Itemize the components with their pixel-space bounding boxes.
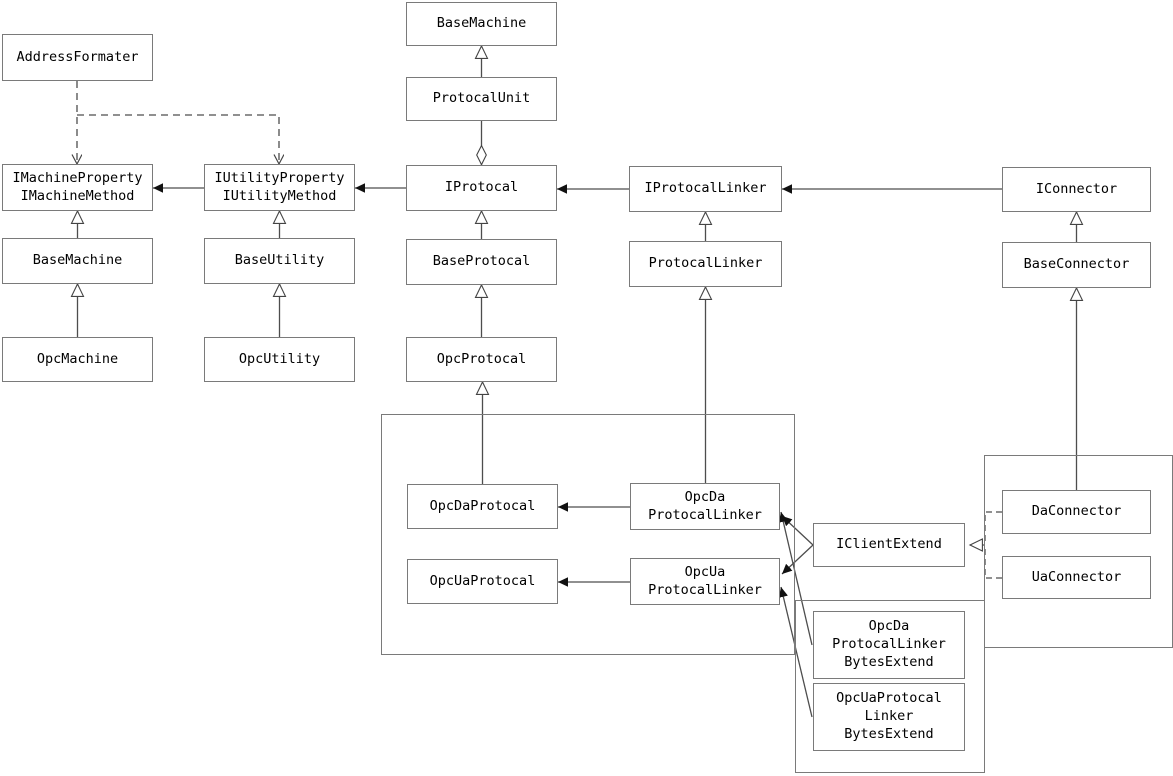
class-box-basemachine[interactable]: BaseMachine <box>2 238 153 284</box>
class-box-uaconnector[interactable]: UaConnector <box>1002 556 1151 599</box>
class-box-opcdaprotocallinkerbytesextend[interactable]: OpcDa ProtocalLinker BytesExtend <box>813 611 965 679</box>
class-box-protocalunit[interactable]: ProtocalUnit <box>406 77 557 121</box>
class-box-iutilityproperty[interactable]: IUtilityProperty IUtilityMethod <box>204 164 355 211</box>
class-box-baseconnector[interactable]: BaseConnector <box>1002 242 1151 288</box>
class-box-protocallinker[interactable]: ProtocalLinker <box>629 241 782 287</box>
class-box-opcprotocal[interactable]: OpcProtocal <box>406 337 557 382</box>
class-box-baseutility[interactable]: BaseUtility <box>204 238 355 284</box>
class-box-iprotocal[interactable]: IProtocal <box>406 165 557 211</box>
class-box-addressformater[interactable]: AddressFormater <box>2 34 153 81</box>
class-box-opcdaprotocal[interactable]: OpcDaProtocal <box>407 484 558 529</box>
class-box-baseprotocal[interactable]: BaseProtocal <box>406 239 557 285</box>
class-box-opcuaprotocallinkerbytesextend[interactable]: OpcUaProtocal Linker BytesExtend <box>813 683 965 751</box>
edge-addressformater-iutilityproperty <box>77 114 279 164</box>
class-box-opcmachine[interactable]: OpcMachine <box>2 337 153 382</box>
group-connector-impl <box>984 455 1173 648</box>
class-box-iclientextend[interactable]: IClientExtend <box>813 523 965 567</box>
class-box-opcutility[interactable]: OpcUtility <box>204 337 355 382</box>
class-box-opcuaprotocal[interactable]: OpcUaProtocal <box>407 559 558 604</box>
class-box-opcdaprotocallinker[interactable]: OpcDa ProtocalLinker <box>630 483 780 530</box>
group-protocal-impl <box>381 414 795 655</box>
class-box-imachineproperty[interactable]: IMachineProperty IMachineMethod <box>2 164 153 211</box>
class-box-iconnector[interactable]: IConnector <box>1002 167 1151 212</box>
class-box-iprotocallinker[interactable]: IProtocalLinker <box>629 166 782 212</box>
class-box-basemachine-top[interactable]: BaseMachine <box>406 2 557 46</box>
class-box-opcuaprotocallinker[interactable]: OpcUa ProtocalLinker <box>630 558 780 605</box>
class-box-daconnector[interactable]: DaConnector <box>1002 490 1151 534</box>
